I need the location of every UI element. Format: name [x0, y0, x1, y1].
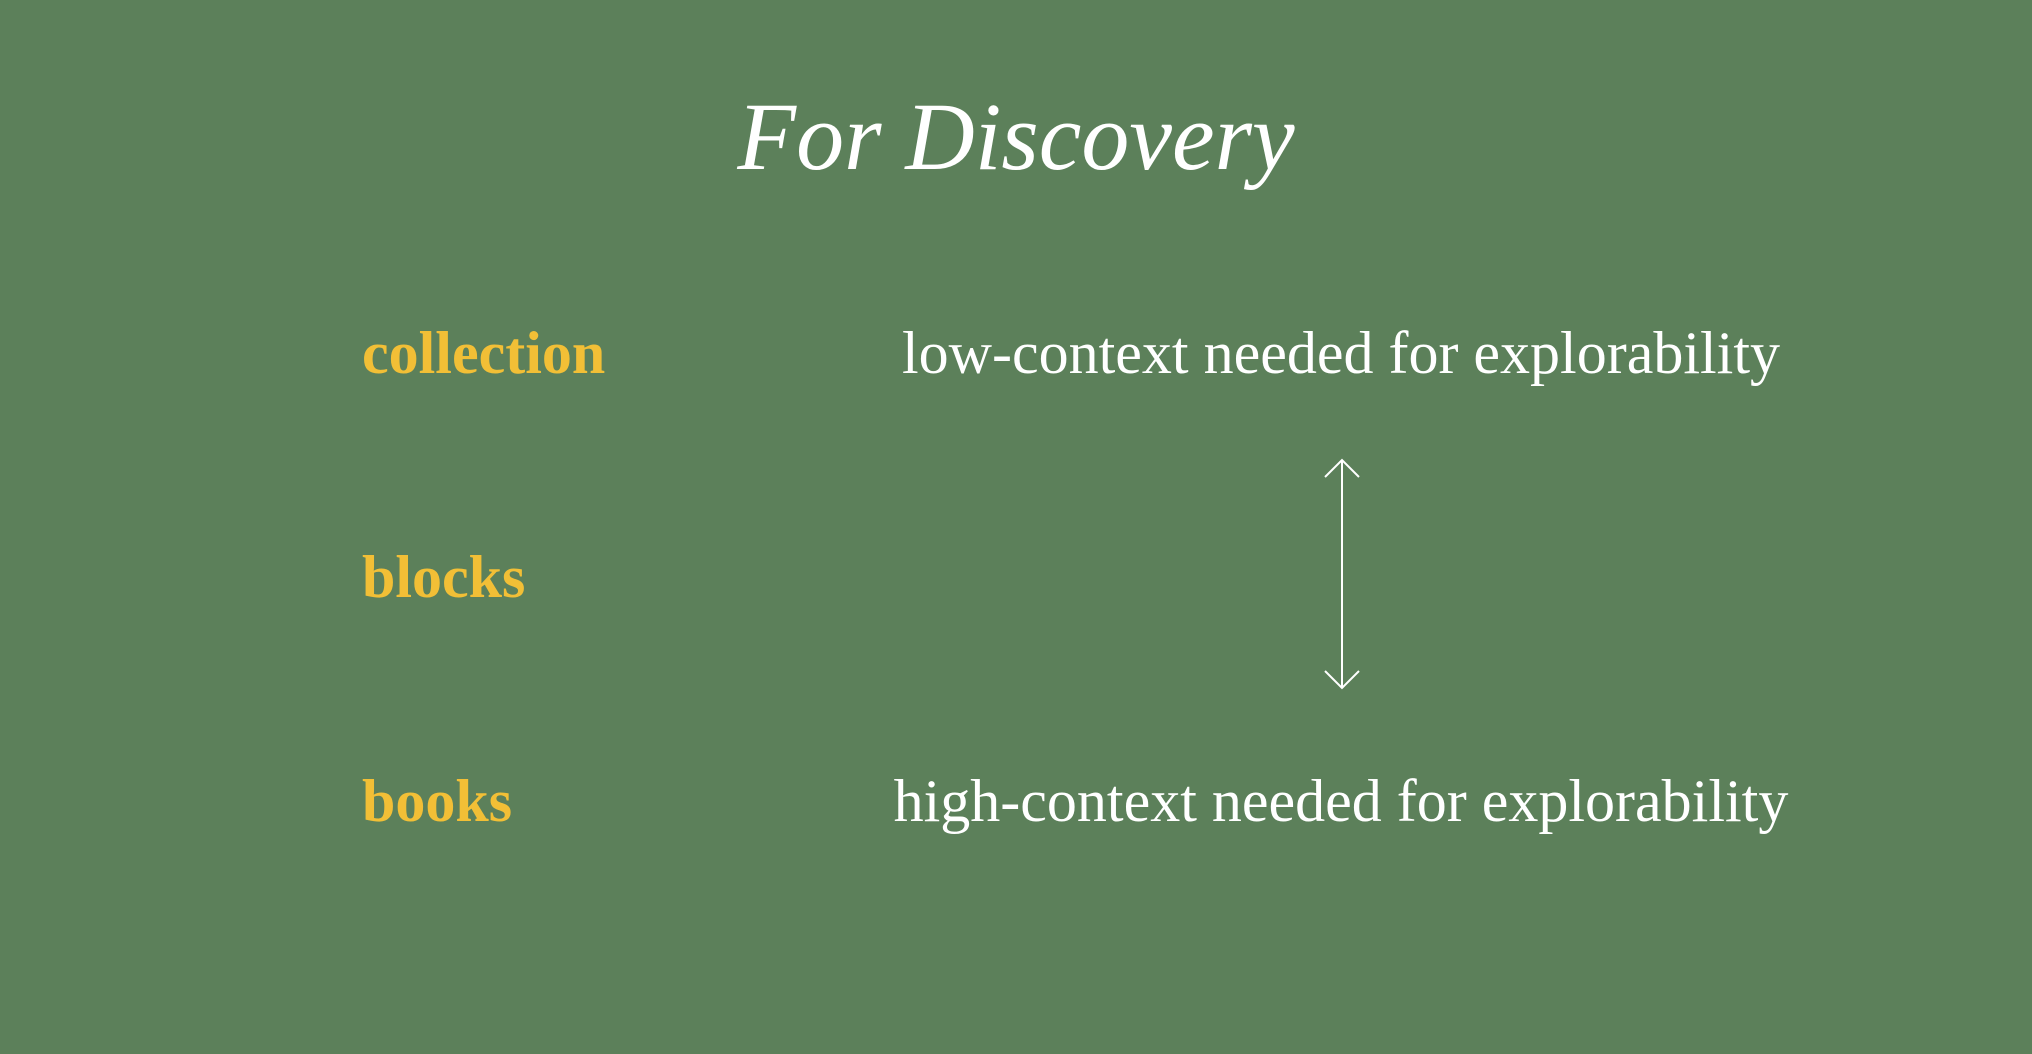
slide-title: For Discovery [737, 83, 1295, 190]
double-headed-vertical-arrow-icon [1324, 458, 1360, 690]
level-label-books: books [362, 768, 513, 834]
level-label-collection: collection [362, 320, 606, 386]
arrow-head-up [1324, 458, 1360, 478]
low-context-label: low-context needed for explorability [901, 320, 1781, 386]
level-label-blocks: blocks [362, 544, 526, 610]
high-context-label: high-context needed for explorability [893, 768, 1789, 834]
arrow-head-down [1324, 670, 1360, 690]
